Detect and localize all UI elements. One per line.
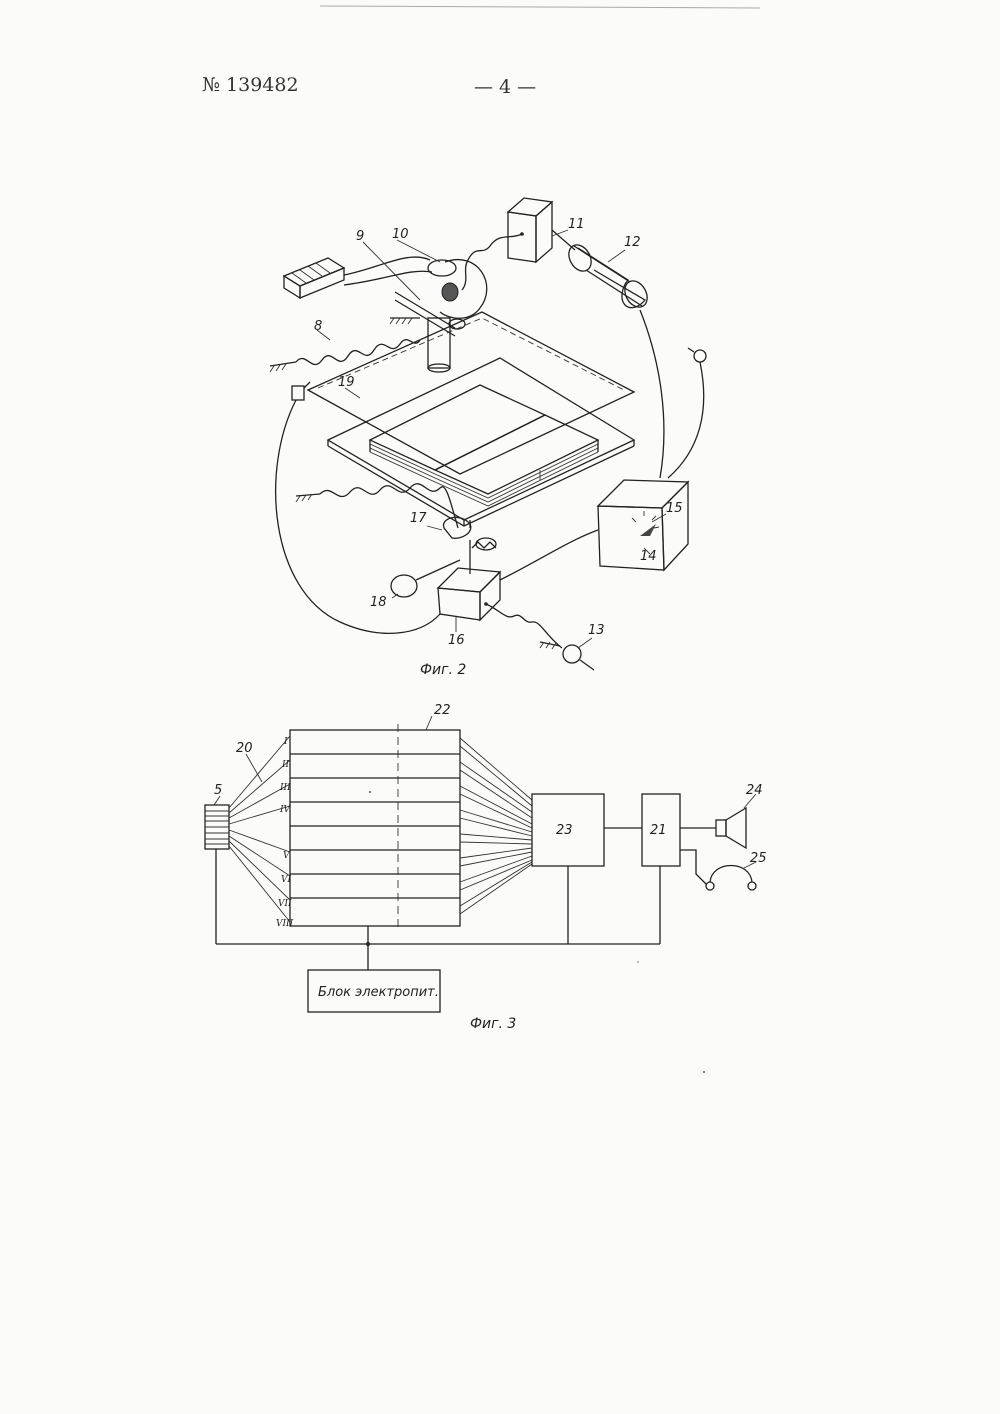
lamp-icon <box>292 386 304 400</box>
channel-1: I <box>283 737 288 747</box>
figure-2-caption: Фиг. 2 <box>420 662 466 678</box>
channel-4: IV <box>279 805 292 815</box>
label-14: 14 <box>640 549 657 564</box>
cable-16-13 <box>486 604 562 648</box>
figure-2: 8 9 10 11 12 13 14 15 16 17 18 19 Фиг. 2 <box>270 198 706 678</box>
sensor-17 <box>443 517 496 560</box>
book-right-page <box>435 415 598 494</box>
label-17: 17 <box>410 511 427 526</box>
label-8: 8 <box>314 319 322 334</box>
figure-3: I II III IV V VI VII VIII <box>205 703 767 1032</box>
cable-12-14 <box>640 310 664 478</box>
label-12: 12 <box>624 235 641 250</box>
label-16: 16 <box>448 633 465 648</box>
label-15: 15 <box>666 501 683 516</box>
unit-16 <box>416 530 598 620</box>
channel-8: VIII <box>276 919 294 929</box>
channel-7: VII <box>278 899 292 909</box>
power-supply-label: Блок электропит. <box>318 985 439 1000</box>
head-top <box>428 260 456 276</box>
label-25: 25 <box>750 851 767 866</box>
label-13: 13 <box>588 623 605 638</box>
arm-pivot <box>449 319 465 329</box>
head-column <box>428 318 450 368</box>
mains-cable <box>668 362 704 478</box>
headphones-icon <box>680 850 756 890</box>
label-20: 20 <box>236 741 253 756</box>
channel-3: III <box>279 783 291 793</box>
scanning-head <box>390 260 487 372</box>
label-11: 11 <box>568 217 585 232</box>
label-24: 24 <box>746 783 763 798</box>
label-10: 10 <box>392 227 409 242</box>
knob-18 <box>391 575 417 597</box>
figure-3-caption: Фиг. 3 <box>470 1016 516 1032</box>
channel-6: VI <box>281 875 291 885</box>
label-22: 22 <box>434 703 451 718</box>
top-border-line <box>320 6 760 8</box>
motor-12 <box>564 241 651 311</box>
shaft-18 <box>416 560 460 580</box>
plug-icon <box>694 350 706 362</box>
label-23: 23 <box>556 823 573 838</box>
unit-11 <box>462 198 575 290</box>
channel-2: II <box>281 760 290 770</box>
upper-plate <box>308 312 634 474</box>
dial-icon <box>632 511 659 536</box>
label-5: 5 <box>214 783 222 798</box>
block-22 <box>290 724 460 930</box>
wires-20 <box>229 736 290 922</box>
photocell-array <box>284 257 432 298</box>
label-9: 9 <box>356 229 364 244</box>
cable-16-14 <box>500 530 598 580</box>
wires-22-23 <box>460 738 532 914</box>
cable-lower-wavy <box>320 484 458 528</box>
lower-plate <box>328 358 634 520</box>
plug-13 <box>486 604 594 670</box>
lens-icon <box>442 283 458 301</box>
photocell-stack-5 <box>205 805 229 849</box>
label-21: 21 <box>650 823 667 838</box>
label-19: 19 <box>338 375 355 390</box>
power-bus <box>216 849 660 970</box>
lower-plate-bottom <box>328 446 634 526</box>
label-18: 18 <box>370 595 387 610</box>
speaker-icon <box>680 808 746 848</box>
